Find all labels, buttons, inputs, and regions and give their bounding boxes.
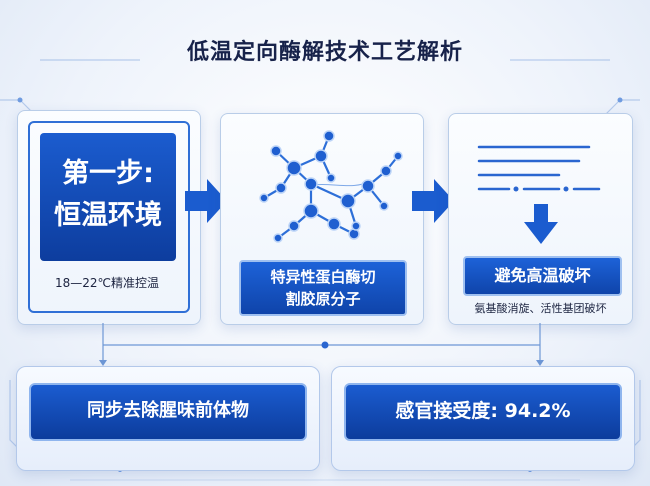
arrow-right-icon <box>412 179 454 223</box>
connector-node-icon <box>321 341 329 349</box>
step2-label-card: 特异性蛋白酶切 割胶原分子 <box>239 260 407 316</box>
bottom-left-card: 同步去除腥味前体物 <box>29 383 307 441</box>
bottom-left-panel: 同步去除腥味前体物 <box>16 366 320 471</box>
step1-caption: 18—22℃精准控温 <box>54 276 160 290</box>
bottom-right-card: 感官接受度: 94.2% <box>344 383 622 441</box>
bottom-right-panel: 感官接受度: 94.2% <box>331 366 635 471</box>
step2-label-line2: 割胶原分子 <box>285 290 361 308</box>
temperature-lines-icon <box>477 145 601 244</box>
step1-frame <box>28 121 190 313</box>
step3-label-card: 避免高温破坏 <box>463 256 622 296</box>
step3-caption: 氨基酸消旋、活性基团破坏 <box>474 302 607 315</box>
molecule-network-icon <box>259 130 403 243</box>
step1-heading-line1: 第一步: <box>62 158 154 189</box>
page-title: 低温定向酶解技术工艺解析 <box>186 40 463 65</box>
step3-panel: 避免高温破坏 氨基酸消旋、活性基团破坏 <box>448 113 633 325</box>
step1-heading-line2: 恒温环境 <box>54 200 162 231</box>
step1-heading-card: 第一步: 恒温环境 <box>40 133 176 261</box>
step2-panel: 特异性蛋白酶切 割胶原分子 <box>220 113 424 325</box>
step1-panel: 第一步: 恒温环境 18—22℃精准控温 <box>17 110 201 325</box>
step2-label-line1: 特异性蛋白酶切 <box>270 268 376 286</box>
arrow-right-icon <box>185 179 227 223</box>
